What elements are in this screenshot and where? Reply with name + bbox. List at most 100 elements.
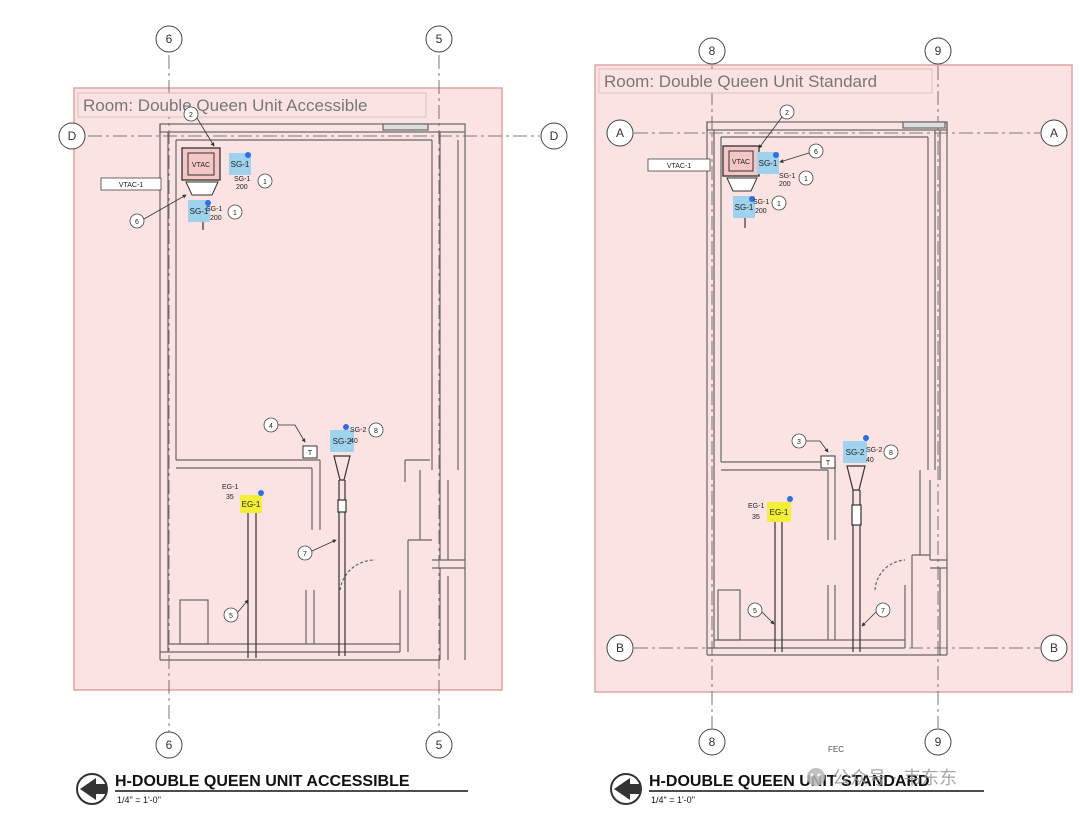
svg-text:D: D <box>68 129 77 143</box>
svg-text:SG-1: SG-1 <box>735 203 754 212</box>
grid-bubble-top-8: 8 <box>698 37 726 65</box>
keynotes <box>129 106 384 623</box>
keynote-1 <box>257 173 273 189</box>
keynote-5 <box>747 602 763 618</box>
tag-dot <box>773 152 779 158</box>
svg-text:B: B <box>1050 641 1058 655</box>
svg-text:SG-1: SG-1 <box>231 160 250 169</box>
tag-dot <box>343 424 349 430</box>
svg-text:35: 35 <box>226 494 234 501</box>
supply-grille-sg1-bottom: SG-1 SG-1 200 <box>733 196 769 218</box>
svg-text:8: 8 <box>374 428 378 435</box>
room-label: Room: Double Queen Unit Accessible <box>83 96 367 115</box>
keynote-2 <box>779 104 795 120</box>
supply-grille-sg1-top: SG-1 SG-1 200 <box>757 152 795 188</box>
grid-bubble-a-left: A <box>606 119 634 147</box>
supply-grille-sg1-top: SG-1 SG-1 200 <box>229 152 251 191</box>
svg-text:SG-1: SG-1 <box>234 176 250 183</box>
svg-text:1: 1 <box>777 201 781 208</box>
tag-dot <box>787 496 793 502</box>
svg-text:5: 5 <box>436 738 443 752</box>
svg-text:40: 40 <box>350 438 358 445</box>
tag-dot <box>245 152 251 158</box>
exhaust-grille-eg1: EG-1 EG-1 35 <box>748 496 793 522</box>
svg-text:SG-1: SG-1 <box>759 159 778 168</box>
svg-text:SG-1: SG-1 <box>206 206 222 213</box>
tag-dot <box>749 196 755 202</box>
svg-text:B: B <box>616 641 624 655</box>
keynote-7 <box>297 545 313 561</box>
grid-bubble-top-5: 5 <box>425 25 453 53</box>
svg-text:6: 6 <box>166 738 173 752</box>
grid-bubble-top-9: 9 <box>924 37 952 65</box>
svg-text:5: 5 <box>229 613 233 620</box>
leaders <box>143 117 337 613</box>
svg-text:1: 1 <box>263 179 267 186</box>
svg-text:公众号 · 韦东东: 公众号 · 韦东东 <box>832 768 957 789</box>
keynote-8 <box>883 444 899 460</box>
view-standard: 8 9 8 9 A A B B Room: Do <box>594 37 1073 805</box>
svg-text:VTAC-1: VTAC-1 <box>119 182 143 189</box>
svg-text:5: 5 <box>753 608 757 615</box>
view-title-standard: H-DOUBLE QUEEN UNIT STANDARD 1/4" = 1'-0… <box>610 773 984 805</box>
svg-text:D: D <box>550 129 559 143</box>
svg-text:SG-2: SG-2 <box>350 427 366 434</box>
ducts <box>202 222 351 658</box>
svg-text:6: 6 <box>166 32 173 46</box>
tag-dot <box>863 435 869 441</box>
exhaust-grille-eg1: EG-1 EG-1 35 <box>222 484 264 513</box>
grid-bubble-bottom-9: 9 <box>924 728 952 756</box>
keynote-1b <box>771 195 787 211</box>
tag-dot <box>205 200 211 206</box>
svg-text:SG-2: SG-2 <box>846 448 865 457</box>
svg-text:5: 5 <box>436 32 443 46</box>
grid-bubble-a-right: A <box>1040 119 1068 147</box>
room-label-box <box>598 68 933 94</box>
view-title-accessible: H-DOUBLE QUEEN UNIT ACCESSIBLE 1/4" = 1'… <box>76 773 468 805</box>
leaders <box>758 116 877 627</box>
svg-text:200: 200 <box>755 208 767 215</box>
svg-text:SG-1: SG-1 <box>190 207 209 216</box>
svg-text:1/4" = 1'-0": 1/4" = 1'-0" <box>117 795 161 805</box>
view-accessible: 6 5 6 5 D D Room: Double Queen Unit Acce… <box>58 25 568 805</box>
svg-text:3: 3 <box>797 439 801 446</box>
wechat-icon <box>807 768 825 786</box>
svg-text:6: 6 <box>135 219 139 226</box>
svg-text:9: 9 <box>935 44 942 58</box>
svg-text:35: 35 <box>752 514 760 521</box>
svg-text:8: 8 <box>889 450 893 457</box>
grid-bubble-bottom-8: 8 <box>698 728 726 756</box>
svg-text:4: 4 <box>269 423 273 430</box>
grid-bubble-top-6: 6 <box>155 25 183 53</box>
grid-bubble-bottom-6: 6 <box>155 731 183 759</box>
svg-text:6: 6 <box>814 149 818 156</box>
thermostat: T <box>820 455 836 469</box>
tag-dot <box>258 490 264 496</box>
keynotes <box>747 104 899 618</box>
grid-bubble-d-right: D <box>540 122 568 150</box>
svg-text:40: 40 <box>866 457 874 464</box>
svg-text:EG-1: EG-1 <box>770 508 789 517</box>
svg-text:8: 8 <box>709 44 716 58</box>
vtac-tag: VTAC-1 <box>100 177 162 191</box>
supply-grille-sg2: SG-2 SG-2 40 <box>330 424 366 452</box>
svg-text:VTAC: VTAC <box>192 162 210 169</box>
svg-text:200: 200 <box>210 215 222 222</box>
room-label: Room: Double Queen Unit Standard <box>604 72 877 91</box>
svg-text:A: A <box>616 126 624 140</box>
grid-bubble-b-left: B <box>606 634 634 662</box>
svg-text:EG-1: EG-1 <box>242 500 261 509</box>
svg-text:VTAC-1: VTAC-1 <box>667 163 691 170</box>
svg-text:8: 8 <box>709 735 716 749</box>
svg-text:T: T <box>826 460 831 467</box>
keynote-8 <box>368 422 384 438</box>
keynote-1b <box>227 204 243 220</box>
svg-text:SG-2: SG-2 <box>333 437 352 446</box>
keynote-2 <box>183 106 199 122</box>
vtac-unit: VTAC <box>181 147 221 196</box>
svg-text:H-DOUBLE QUEEN UNIT STANDARD: H-DOUBLE QUEEN UNIT STANDARD <box>649 773 930 790</box>
svg-text:EG-1: EG-1 <box>222 484 238 491</box>
svg-text:A: A <box>1050 126 1058 140</box>
supply-grille-sg2: SG-2 SG-2 40 <box>843 435 882 464</box>
